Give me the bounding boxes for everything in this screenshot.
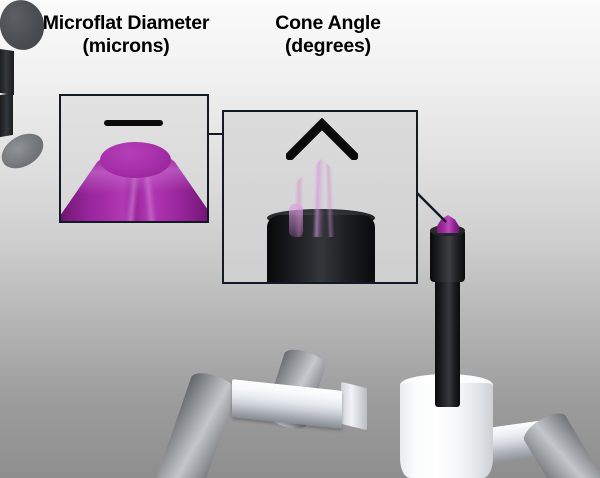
cone-angle-chevron-icon [286, 118, 358, 160]
bracket-left-fold [341, 381, 367, 431]
callout-panel-microflat [59, 94, 209, 223]
page-title-microflat-diameter: Microflat Diameter (microns) [42, 12, 210, 57]
probe-diamond-tip [437, 215, 459, 233]
cone-angle-tip-gloss [289, 204, 303, 237]
leader-panel-to-probe [416, 192, 447, 223]
microflat-diameter-bar-icon [104, 120, 163, 126]
microflat-top-surface [100, 142, 171, 178]
bracket-right-shadow [0, 92, 13, 138]
page-title-cone-angle: Cone Angle (degrees) [275, 12, 381, 57]
callout-panel-cone-angle [222, 110, 418, 284]
probe-shaft [435, 262, 460, 407]
probe-collar [430, 229, 465, 282]
